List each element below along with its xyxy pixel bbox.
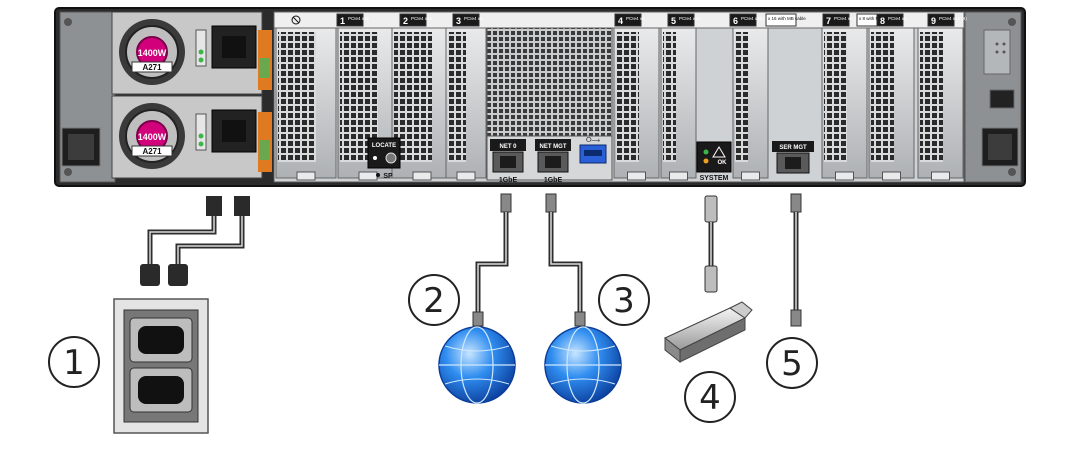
ser-mgt-panel: SER MGT bbox=[772, 141, 814, 174]
psu-watts: 1400W bbox=[138, 132, 167, 142]
power-outlet bbox=[113, 298, 209, 434]
callout-number: 3 bbox=[613, 281, 635, 321]
screw-icon bbox=[64, 168, 72, 176]
slot-label: PCIe4 x8 bbox=[626, 16, 645, 21]
pcie-filler-panel bbox=[868, 27, 915, 181]
ethernet-cables bbox=[472, 193, 586, 327]
usb-flash-drive-icon bbox=[664, 301, 753, 364]
network-globe-icon bbox=[544, 326, 622, 404]
sermgt-label: SER MGT bbox=[779, 145, 807, 151]
slot-label: PCIe4 x8 bbox=[464, 16, 483, 21]
pcie-filler-panel bbox=[917, 27, 964, 181]
system-label: SYSTEM bbox=[700, 175, 729, 182]
pcie-slot-fillers bbox=[275, 27, 964, 181]
slot-number: 8 bbox=[880, 16, 885, 26]
pcie-filler-panel bbox=[660, 27, 697, 181]
network-globe-icon bbox=[438, 326, 516, 404]
slot-label: PCIe4 x16 (8) bbox=[939, 16, 967, 21]
psu-status-leds bbox=[195, 113, 207, 151]
slot-number: 3 bbox=[456, 16, 461, 26]
slot-header-label: x 16 with MB cable bbox=[765, 13, 806, 27]
net0-label: NET 0 bbox=[499, 144, 517, 150]
serial-cable bbox=[790, 193, 802, 327]
pcie-filler-panel bbox=[613, 27, 660, 181]
slot-number: 7 bbox=[826, 16, 831, 26]
ok-led-icon bbox=[703, 149, 709, 155]
locate-button-icon[interactable] bbox=[385, 152, 397, 164]
netmgt-label-plate bbox=[535, 139, 571, 151]
slot-number: 4 bbox=[618, 16, 623, 26]
callout-3: 3 bbox=[598, 274, 650, 326]
slot-label: PCIe4 x16 bbox=[411, 16, 433, 21]
locate-label: LOCATE bbox=[372, 143, 396, 149]
motherboard-io-panel: NET 0 1GbE NET MGT 1GbE ⭘⟶ bbox=[486, 27, 613, 184]
psu-model: A271 bbox=[142, 63, 162, 72]
net0-label-plate bbox=[490, 139, 526, 151]
callout-number: 5 bbox=[781, 344, 803, 384]
netmgt-speed: 1GbE bbox=[544, 177, 563, 184]
pcie-filler-panel bbox=[391, 27, 453, 181]
pcie-filler-panel bbox=[445, 27, 487, 181]
slot-number: 6 bbox=[733, 16, 738, 26]
callout-number: 4 bbox=[699, 378, 721, 418]
callout-5: 5 bbox=[766, 337, 818, 389]
ac-inlet-icon bbox=[211, 25, 257, 69]
callout-number: 1 bbox=[63, 343, 85, 383]
pcie-filler-panel bbox=[275, 27, 337, 181]
callout-4: 4 bbox=[684, 371, 736, 423]
no-entry-icon bbox=[291, 15, 301, 25]
slot-label: PCIe4 x8 bbox=[888, 16, 907, 21]
pcie-filler-panel bbox=[732, 27, 769, 181]
slot-number: 1 bbox=[340, 16, 345, 26]
slot-number: 5 bbox=[671, 16, 676, 26]
power-supply-1[interactable]: 1400W A271 bbox=[111, 95, 272, 179]
power-cords bbox=[140, 196, 250, 286]
warning-icon bbox=[712, 146, 726, 158]
sp-label: SP bbox=[383, 173, 393, 180]
callout-number: 2 bbox=[423, 281, 445, 321]
fault-led-icon bbox=[703, 158, 709, 164]
locate-button-panel[interactable]: LOCATE SP bbox=[367, 137, 401, 180]
slot-label: PCIe4 x16 (8) bbox=[741, 16, 769, 21]
callout-2: 2 bbox=[408, 274, 460, 326]
ok-label: OK bbox=[718, 160, 728, 166]
netmgt-label: NET MGT bbox=[540, 144, 567, 150]
screw-icon bbox=[1008, 18, 1016, 26]
power-supply-0[interactable]: 1400W A271 bbox=[111, 11, 272, 95]
slot-number: 2 bbox=[403, 16, 408, 26]
slot-label: x 16 with MB cable bbox=[768, 16, 806, 21]
rear-handle bbox=[989, 89, 1015, 109]
callout-1: 1 bbox=[48, 336, 100, 388]
sp-led-icon bbox=[376, 173, 380, 177]
system-status-panel: OK SYSTEM bbox=[696, 141, 732, 182]
screw-icon bbox=[1008, 168, 1016, 176]
psu-status-leds bbox=[195, 29, 207, 67]
pcie-filler-panel bbox=[821, 27, 868, 181]
usb-cable bbox=[704, 195, 718, 293]
slot-number: 9 bbox=[931, 16, 936, 26]
usb-icon: ⭘⟶ bbox=[586, 137, 601, 144]
slot-label: PCIe4 x8 (8) bbox=[834, 16, 860, 21]
net0-speed: 1GbE bbox=[499, 177, 518, 184]
slot-label: PCIe4 x16 bbox=[679, 16, 701, 21]
psu-model: A271 bbox=[142, 147, 162, 156]
slot-label: PCIe4 x16 bbox=[348, 16, 370, 21]
screw-icon bbox=[64, 18, 72, 26]
psu-watts: 1400W bbox=[138, 48, 167, 58]
